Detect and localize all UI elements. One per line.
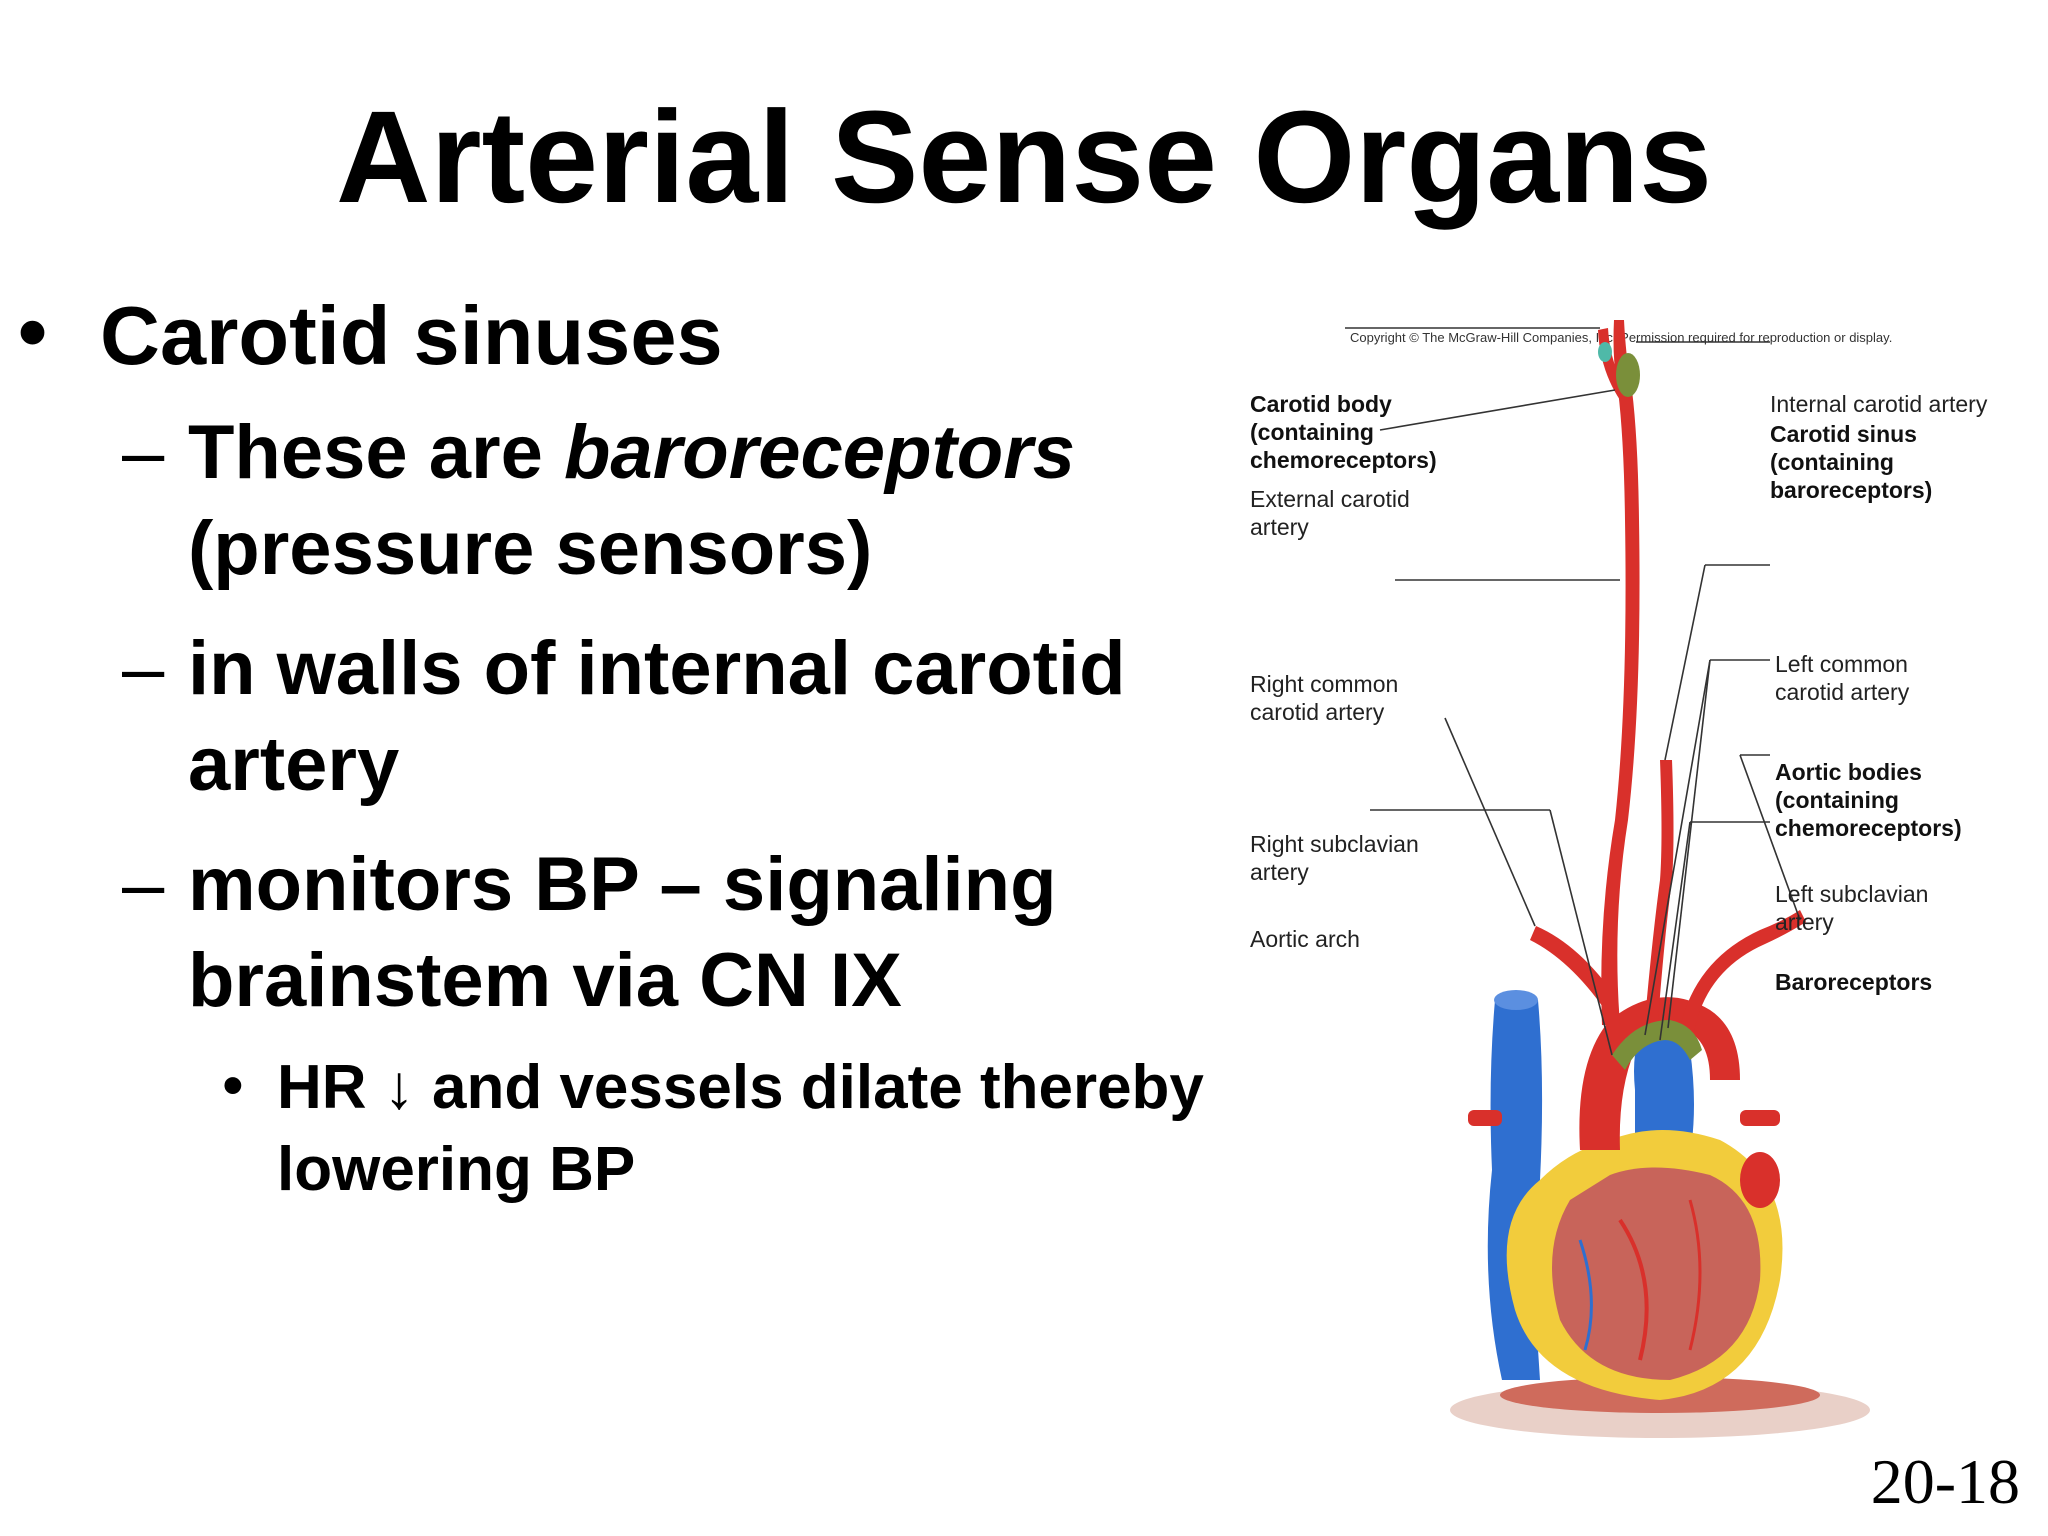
bullet-marker: •: [18, 285, 48, 378]
page-number: 20-18: [1870, 1446, 2020, 1517]
sub-bullet-text: monitors BP – signaling brainstem via CN…: [188, 842, 1057, 1024]
sub-bullet-location: – in walls of internal carotid artery: [0, 621, 1220, 813]
sub-sub-bullet-text: HR ↓ and vessels dilate thereby lowering…: [277, 1053, 1204, 1205]
carotid-sinus: [1616, 353, 1640, 397]
aortic-arch: [1579, 997, 1740, 1150]
bullet-list: • Carotid sinuses – These are barorecept…: [0, 286, 1220, 1211]
sub-bullet-text: in walls of internal carotid artery: [188, 626, 1126, 808]
carotid-body: [1598, 342, 1612, 362]
sub-bullet-suffix: (pressure sensors): [188, 506, 873, 592]
left-common-carotid: [1645, 760, 1674, 1022]
label-baroreceptors: Baroreceptors: [1775, 969, 1933, 995]
dash-marker: –: [122, 410, 165, 496]
label-internal-carotid: Internal carotid artery: [1770, 391, 1988, 417]
label-carotid-sinus: Carotid sinus (containing baroreceptors): [1770, 421, 1933, 503]
leader-lines: [1345, 327, 1801, 1056]
heart-illustration: [1345, 320, 1870, 1438]
label-carotid-body: Carotid body (containing chemoreceptors): [1250, 391, 1437, 473]
label-aortic-bodies: Aortic bodies (containing chemoreceptors…: [1775, 759, 1962, 841]
sub-bullet-emphasis: baroreceptors: [564, 410, 1076, 496]
dash-marker: –: [122, 842, 165, 928]
label-aortic-arch: Aortic arch: [1250, 926, 1360, 952]
dash-marker: –: [122, 626, 165, 712]
label-left-common-carotid: Left common carotid artery: [1775, 651, 1910, 705]
sub-bullet-monitors: – monitors BP – signaling brainstem via …: [0, 837, 1220, 1029]
label-right-subclavian: Right subclavian artery: [1250, 831, 1419, 885]
bullet-carotid-sinuses: • Carotid sinuses: [0, 286, 1220, 382]
right-common-carotid: [1601, 390, 1640, 1025]
aortic-baroreceptors: [1612, 1020, 1702, 1070]
label-left-subclavian: Left subclavian artery: [1775, 881, 1929, 935]
heart-arteries-figure: Copyright © The McGraw-Hill Companies, I…: [1240, 320, 2000, 1450]
sub-sub-bullet-hr: • HR ↓ and vessels dilate thereby loweri…: [0, 1047, 1220, 1211]
bullet-marker: •: [222, 1051, 244, 1121]
bullet-text: Carotid sinuses: [100, 289, 723, 382]
left-atrial-appendage: [1740, 1152, 1780, 1208]
label-right-common-carotid: Right common carotid artery: [1250, 671, 1399, 725]
sub-bullet-prefix: These are: [188, 410, 564, 496]
left-subclavian-artery: [1680, 910, 1806, 1032]
sub-bullet-baroreceptors: – These are baroreceptors (pressure sens…: [0, 405, 1220, 597]
label-external-carotid: External carotid artery: [1250, 486, 1410, 540]
slide-title: Arterial Sense Organs: [335, 83, 1713, 230]
